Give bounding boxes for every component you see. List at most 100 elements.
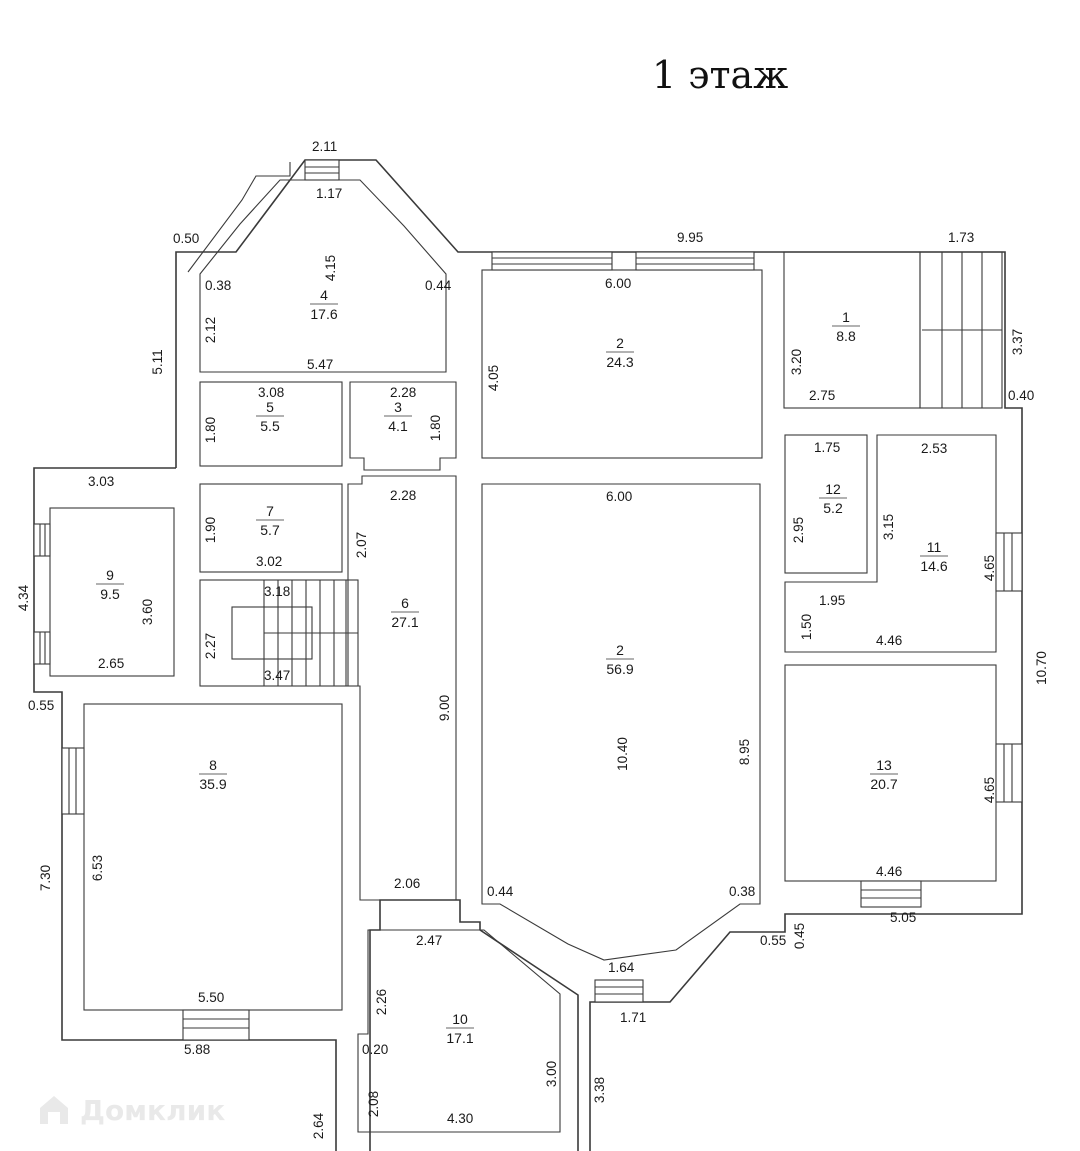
- dim-r4-width: 5.47: [307, 357, 333, 372]
- dim-corner-045: 0.45: [792, 923, 807, 949]
- room-2b-label: 256.9: [606, 642, 634, 677]
- room-number: 2: [616, 335, 624, 351]
- room-11-outline: [784, 434, 997, 653]
- house-logo-icon: [40, 1096, 68, 1124]
- room-3-label: 34.1: [384, 399, 412, 434]
- dim-r1-height: 3.20: [789, 349, 804, 375]
- room-number: 6: [401, 595, 409, 611]
- dim-r2b-height: 10.40: [615, 737, 630, 771]
- dim-r4-side: 2.12: [203, 317, 218, 343]
- room-area: 56.9: [606, 661, 633, 677]
- dim-r4-right-corner: 0.44: [425, 278, 452, 293]
- dim-corridor-width: 2.28: [390, 488, 416, 503]
- room-number: 3: [394, 399, 402, 415]
- room-number: 8: [209, 757, 217, 773]
- room-12-outline: [784, 434, 868, 574]
- dim-r1-width-top: 1.73: [948, 230, 974, 245]
- room-number: 13: [876, 757, 892, 773]
- room-13-outline: [784, 664, 997, 882]
- dim-r8-outer-width: 5.88: [184, 1042, 210, 1057]
- room-outlines: [49, 179, 1003, 1133]
- dim-r10-right: 3.00: [544, 1061, 559, 1087]
- dim-r8-width: 5.50: [198, 990, 224, 1005]
- room-4-label: 417.6: [310, 287, 338, 322]
- dim-porch-left: 2.64: [311, 1112, 326, 1139]
- room-12-label: 125.2: [819, 481, 847, 516]
- dim-corner-055-right: 0.55: [760, 933, 786, 948]
- room-3-outline: [349, 381, 457, 471]
- floor-title: 1 этаж: [652, 53, 788, 97]
- dim-porch-right: 3.38: [592, 1077, 607, 1103]
- dim-r2b-corner-right: 0.38: [729, 884, 755, 899]
- room-number: 7: [266, 503, 274, 519]
- room-area: 17.1: [446, 1030, 473, 1046]
- dim-r1-width: 2.75: [809, 388, 835, 403]
- dim-r5-height: 1.80: [203, 417, 218, 443]
- room-9-label: 99.5: [96, 567, 124, 602]
- dim-r9-width: 2.65: [98, 656, 124, 671]
- room-number: 1: [842, 309, 850, 325]
- room-area: 5.5: [260, 418, 280, 434]
- dim-r2a-width: 6.00: [605, 276, 631, 291]
- windows: [33, 159, 1023, 1041]
- room-number: 12: [825, 481, 841, 497]
- dim-r10-side-top: 2.26: [374, 989, 389, 1015]
- dim-bay-bottom-inner: 1.64: [608, 960, 635, 975]
- dim-r2a-height: 4.05: [486, 365, 501, 391]
- dim-r12-height: 2.95: [791, 517, 806, 543]
- room-13-label: 13 20.7: [870, 757, 898, 792]
- dim-r12-width: 1.75: [814, 440, 840, 455]
- dim-r8-height: 6.53: [90, 855, 105, 881]
- staircase-treads: [231, 580, 358, 686]
- dim-stair-bottom: 3.47: [264, 668, 290, 683]
- room-2b-outline: [481, 483, 761, 961]
- room-6-outline: [347, 475, 457, 901]
- room-4-outline: [199, 179, 447, 373]
- room-area: 4.1: [388, 418, 408, 434]
- dim-r2b-width: 6.00: [606, 489, 632, 504]
- room-7-label: 75.7: [256, 503, 284, 538]
- dim-top-wall: 9.95: [677, 230, 703, 245]
- room-area: 5.7: [260, 522, 280, 538]
- dim-stair-top: 3.18: [264, 584, 290, 599]
- dim-porch-corner: 0.40: [1008, 388, 1034, 403]
- watermark-text: Домклик: [80, 1094, 225, 1127]
- dim-left-wall: 5.11: [150, 349, 165, 374]
- room-labels: 18.8224.3256.934.1417.655.5627.175.7835.…: [96, 287, 948, 1046]
- room-area: 9.5: [100, 586, 120, 602]
- dim-r10-notch: 0.20: [362, 1042, 388, 1057]
- dim-r5-width: 3.08: [258, 385, 284, 400]
- room-8-label: 835.9: [199, 757, 227, 792]
- dim-r7-side: 2.07: [354, 532, 369, 558]
- dim-r10-side-bottom: 2.08: [366, 1091, 381, 1117]
- dim-corridor-bottom: 2.06: [394, 876, 420, 891]
- dim-r11-width-top: 2.53: [921, 441, 947, 456]
- room-area: 17.6: [310, 306, 337, 322]
- room-2a-label: 224.3: [606, 335, 634, 370]
- watermark: Домклик: [40, 1094, 225, 1127]
- dim-r9-height: 3.60: [140, 599, 155, 625]
- room-6-label: 627.1: [391, 595, 419, 630]
- dim-r10-width: 4.30: [447, 1111, 473, 1126]
- dim-stair-side: 2.27: [203, 633, 218, 659]
- dim-r3-width: 2.28: [390, 385, 416, 400]
- room-10-outline: [357, 929, 561, 1133]
- room-7-outline: [199, 483, 343, 573]
- room-2a-outline: [481, 269, 763, 459]
- dim-r11-height: 4.65: [982, 555, 997, 581]
- dim-porch-height: 3.37: [1010, 329, 1025, 355]
- room-area: 14.6: [920, 558, 947, 574]
- room-number: 9: [106, 567, 114, 583]
- room-area: 20.7: [870, 776, 897, 792]
- dim-bay-left-corner: 0.50: [173, 231, 199, 246]
- dim-r11-door: 1.95: [819, 593, 845, 608]
- room-area: 24.3: [606, 354, 633, 370]
- dim-right-wall: 10.70: [1034, 651, 1049, 685]
- dim-r9-top: 3.03: [88, 474, 114, 489]
- dim-r4-left-corner: 0.38: [205, 278, 231, 293]
- dim-r2b-corner-left: 0.44: [487, 884, 514, 899]
- room-number: 2: [616, 642, 624, 658]
- dim-corner-055-left: 0.55: [28, 698, 54, 713]
